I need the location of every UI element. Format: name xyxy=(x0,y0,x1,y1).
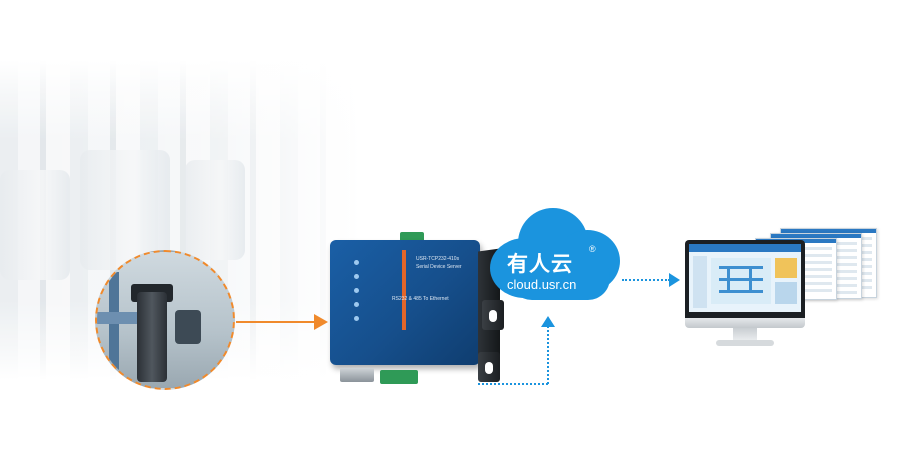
led-indicator xyxy=(354,274,359,279)
pump-photo xyxy=(95,250,235,390)
factory-tank xyxy=(0,170,70,280)
terminal-block-bottom xyxy=(380,370,418,384)
serial-device-server: USR-TCP232-410s Serial Device Server RS2… xyxy=(330,232,504,390)
cloud-url: cloud.usr.cn xyxy=(507,277,577,292)
monitor xyxy=(685,240,805,322)
mounting-bracket xyxy=(478,352,500,382)
dotted-link-up xyxy=(547,326,549,384)
device-tagline-label: RS232 & 485 To Ethernet xyxy=(392,296,449,302)
arrow-up-icon xyxy=(541,316,555,327)
mounting-bracket xyxy=(482,300,504,330)
db9-port xyxy=(340,368,374,382)
monitor-chin xyxy=(685,318,805,328)
cloud-brand-name: 有人云 xyxy=(507,253,573,276)
dashboard-screen xyxy=(689,244,801,312)
arrow-right-icon xyxy=(669,273,680,287)
device-stripe xyxy=(402,250,406,330)
device-model-label: USR-TCP232-410s xyxy=(416,256,460,262)
led-indicator xyxy=(354,260,359,265)
device-subtitle-label: Serial Device Server xyxy=(416,264,462,270)
led-indicator xyxy=(354,302,359,307)
led-indicator xyxy=(354,316,359,321)
led-indicator xyxy=(354,288,359,293)
monitor-base xyxy=(716,340,774,346)
monitor-stand xyxy=(733,328,757,342)
dotted-link-monitor xyxy=(622,279,670,281)
arrow-right-icon xyxy=(314,314,328,330)
factory-tank xyxy=(185,160,245,260)
orange-arrow-line xyxy=(236,321,316,323)
registered-mark: ® xyxy=(589,244,596,254)
dotted-link-device xyxy=(478,383,548,385)
cloud-icon xyxy=(490,200,625,300)
